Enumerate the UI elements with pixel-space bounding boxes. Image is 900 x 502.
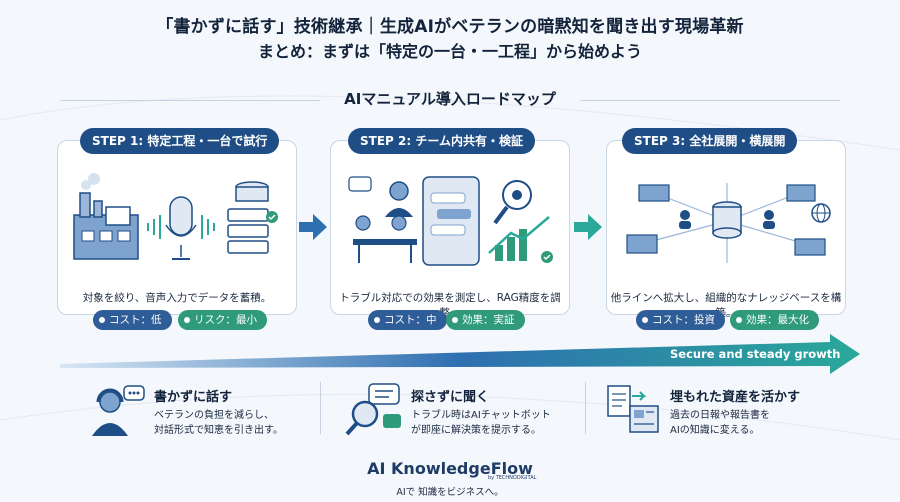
factory-nodes-icon <box>626 184 826 256</box>
step-3-label: STEP 3: 全社展開・横展開 <box>622 128 798 154</box>
step-1-cost-tag: コスト：低 <box>93 310 172 330</box>
brand-byline: by TECHNODIGITAL <box>488 475 537 481</box>
wrench-gear-icon <box>493 180 532 225</box>
step-2-label: STEP 2: チーム内共有・検証 <box>348 128 535 154</box>
feature-talk: 書かずに話す ベテランの負担を減らし、 対話形式で知恵を引き出す。 <box>88 380 318 450</box>
chat-search-icon <box>345 383 401 436</box>
headset-operator-icon <box>92 385 145 436</box>
feature-divider <box>585 382 586 434</box>
page-title: 「書かずに話す」技術継承｜生成AIがベテランの暗黙知を聞き出す現場革新 <box>156 17 744 37</box>
person-node-icon <box>679 210 775 229</box>
roadmap-title: AIマニュアル導入ロードマップ <box>344 90 556 108</box>
divider-right <box>580 100 840 101</box>
step-2-cost-tag: コスト：中 <box>368 310 447 330</box>
database-hub-icon <box>712 201 742 239</box>
step-2-card: トラブル対応での効果を測定し、RAG精度を調整。 <box>330 140 570 319</box>
network-expansion-illustration <box>626 183 831 263</box>
step-3-effect-tag: 効果：最大化 <box>730 310 819 330</box>
arrow-right-icon <box>574 214 602 240</box>
people-meeting-icon <box>348 176 417 263</box>
arrow-right-icon <box>299 214 327 240</box>
globe-icon <box>811 203 831 223</box>
feature-divider <box>320 382 321 434</box>
tablet-chat-icon <box>422 176 480 266</box>
brand-logo-text: AI KnowledgeFlow <box>367 459 533 478</box>
sound-wave-icon <box>147 215 215 239</box>
team-chat-analytics-illustration <box>348 176 553 266</box>
step-1-risk-tag: リスク：最小 <box>178 310 267 330</box>
step-1-label: STEP 1: 特定工程・一台で試行 <box>80 128 280 154</box>
feature-ask-title: 探さずに聞く <box>411 390 490 405</box>
database-server-icon <box>227 181 278 254</box>
microphone-icon <box>165 196 197 260</box>
feature-ask: 探さずに聞く トラブル時はAIチャットボット が即座に解決策を提示する。 <box>345 380 575 450</box>
growth-chart-icon <box>488 216 553 263</box>
feature-assets: 埋もれた資産を活かす 過去の日報や報告書を AIの知識に変える。 <box>604 380 844 450</box>
feature-assets-line1: 過去の日報や報告書を <box>670 410 770 421</box>
feature-talk-title: 書かずに話す <box>154 390 233 405</box>
feature-assets-line2: AIの知識に変える。 <box>670 425 760 436</box>
step-1-card: 対象を絞り、音声入力でデータを蓄積。 <box>57 140 297 315</box>
feature-ask-line2: が即座に解決策を提示する。 <box>411 425 541 436</box>
brand-tagline: AIで 知識をビジネスへ。 <box>396 487 504 498</box>
page-subtitle: まとめ：まずは「特定の一台・一工程」から始めよう <box>257 42 642 61</box>
feature-assets-title: 埋もれた資産を活かす <box>670 390 801 405</box>
divider-left <box>60 100 320 101</box>
feature-talk-line2: 対話形式で知恵を引き出す。 <box>154 425 283 436</box>
factory-voice-data-illustration <box>73 173 278 260</box>
growth-arrow <box>60 334 860 374</box>
feature-ask-line1: トラブル時はAIチャットボット <box>411 410 551 421</box>
feature-talk-line1: ベテランの負担を減らし、 <box>154 410 274 421</box>
step-3-card: 他ラインへ拡大し、組織的なナレッジベースを構築。 <box>606 140 846 319</box>
step-1-description: 対象を絞り、音声入力でデータを蓄積。 <box>82 292 272 304</box>
step-3-cost-tag: コスト：投資 <box>636 310 725 330</box>
step-2-effect-tag: 効果：実証 <box>446 310 525 330</box>
growth-label: Secure and steady growth <box>670 347 841 361</box>
factory-icon <box>73 173 139 260</box>
documents-icon <box>607 385 659 433</box>
